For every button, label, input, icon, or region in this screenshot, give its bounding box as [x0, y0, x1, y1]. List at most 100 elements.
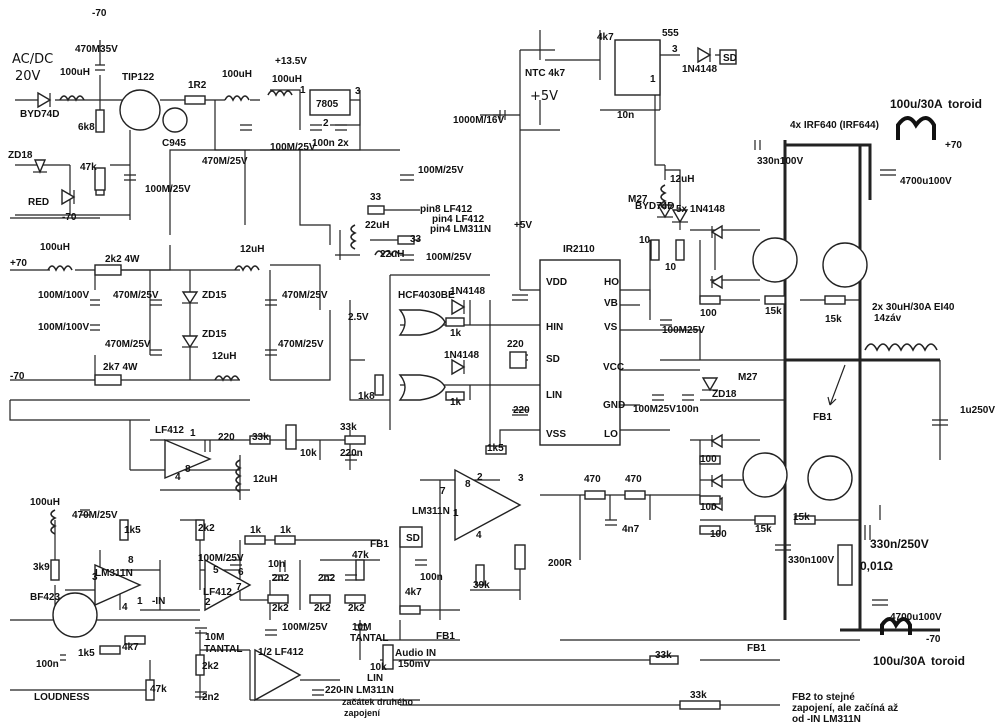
inductor-100uh-1: [59, 95, 85, 102]
label-2k7-4w: 2k7 4W: [103, 362, 138, 373]
inductor-12uh-4: [235, 459, 242, 493]
label-pin5: 5: [213, 565, 219, 576]
label-47k-3: 47k: [150, 684, 167, 695]
label-lf412-2: LF412: [203, 587, 232, 598]
label-fb1-2: FB1: [370, 539, 389, 550]
gate-diodes-top: [710, 224, 723, 290]
resistor-2k7-4w: [94, 374, 122, 386]
label-100-1: 100: [700, 308, 717, 319]
label-lin: LIN: [367, 673, 383, 684]
label-100uh-3: 100uH: [272, 74, 302, 85]
label-470-1: 470: [584, 474, 601, 485]
label-2k2-1: 2k2: [198, 523, 215, 534]
label-pin4d: 4: [175, 472, 181, 483]
label-4k7-3: 4k7: [122, 642, 139, 653]
label-220-2: 220: [513, 405, 530, 416]
label-minus-in: -IN: [152, 596, 165, 607]
resistor-2k2-2: [267, 594, 289, 604]
label-pin4c: 4: [122, 602, 128, 613]
inductor-100uh-3: [267, 90, 293, 97]
label-33-1: 33: [370, 192, 382, 203]
label-10m-2: 10M: [352, 622, 371, 633]
label-c945: C945: [162, 138, 186, 149]
label-pin1c: 1: [137, 596, 143, 607]
label-5v-ntc: +5V: [530, 89, 558, 104]
label-1000m16: 1000M/16V: [453, 115, 504, 126]
opamp-lf412-top: [164, 438, 212, 480]
resistor-2k2-4w: [94, 264, 122, 276]
label-100-3: 100: [700, 502, 717, 513]
label-hin: HIN: [546, 322, 563, 333]
resistor-6k8: [95, 109, 105, 133]
resistor-100-top: [699, 295, 721, 305]
label-100m25-1: 100M/25V: [145, 184, 191, 195]
ic-555: [614, 39, 661, 96]
label-1r2: 1R2: [188, 80, 207, 91]
label-4k7-2: 4k7: [405, 587, 422, 598]
label-1k-4: 1k: [280, 525, 292, 536]
label-47k-1: 47k: [80, 162, 97, 173]
pot-10k-lin: [382, 644, 394, 670]
label-p70: +70: [945, 140, 962, 151]
label-lm311-pin2: 2: [477, 472, 483, 483]
inductor-12uh-1: [660, 184, 667, 210]
label-555: 555: [662, 28, 679, 39]
label-20v: 20V: [15, 69, 41, 84]
label-zd18-1: ZD18: [8, 150, 33, 161]
label-100-2: 100: [700, 454, 717, 465]
label-m70-right: -70: [926, 634, 941, 645]
label-zd15-1: ZD15: [202, 290, 227, 301]
resistor-15k-b2: [794, 515, 816, 525]
label-470m25-4: 470M/25V: [105, 339, 151, 350]
capacitor-set: [60, 64, 948, 698]
inductor-22uh-2: [374, 250, 400, 257]
label-lm311-pin4: 4: [476, 530, 482, 541]
resistor-2k2-5: [195, 654, 205, 676]
resistor-4k7-3: [124, 635, 146, 645]
inductor-100uh-5: [50, 509, 57, 535]
label-470m25-6: 470M/25V: [72, 510, 118, 521]
pot-200r: [514, 544, 526, 570]
label-bf423: BF423: [30, 592, 60, 603]
label-100uh-5: 100uH: [30, 497, 60, 508]
resistor-10-1: [650, 239, 660, 261]
label-33k-4: 33k: [690, 690, 707, 701]
label-4k7-top: 4k7: [597, 32, 614, 43]
label-p70-left: +70: [10, 258, 27, 269]
inductor-output: [864, 343, 938, 352]
label-330n250v: 330n/250V: [870, 537, 929, 551]
label-pin8: pin8 LF412: [420, 204, 473, 215]
resistor-470-1: [584, 490, 606, 500]
label-lin: LIN: [546, 390, 562, 401]
zener-zd18-2: [701, 377, 719, 392]
label-15k-2: 15k: [825, 314, 842, 325]
label-1u250v: 1u250V: [960, 405, 995, 416]
transistor-bf423: [52, 592, 98, 638]
label-100n-4: 100n: [36, 659, 59, 670]
label-1k5-2: 1k5: [124, 525, 141, 536]
label-100m25-2x: 100M/25V: [270, 142, 316, 153]
label-100m25v-6: 100M25V: [633, 404, 676, 415]
label-ntc: NTC 4k7: [525, 68, 565, 79]
label-470m25-1: 470M/25V: [202, 156, 248, 167]
label-2n2-1: 2n2: [272, 573, 290, 584]
label-lm311-1: LM311N: [412, 506, 450, 517]
label-sd-1: SD: [723, 53, 737, 64]
zener-zd15-2: [181, 335, 199, 349]
label-33k-2: 33k: [340, 422, 357, 433]
label-220n: 220n: [340, 448, 363, 459]
resistor-1k5-3: [99, 645, 121, 655]
label-470m35v: 470M35V: [75, 44, 118, 55]
label-tip122: TIP122: [122, 72, 155, 83]
label-zd18-2: ZD18: [712, 389, 737, 400]
label-tantal-1: TANTAL: [204, 644, 243, 655]
label-1n4148-1: 1N4148: [682, 64, 717, 75]
resistor-1k5-2: [119, 519, 129, 541]
label-gnd: GND: [603, 400, 625, 411]
label-100m25-7: 100M/25V: [198, 553, 244, 564]
label-m70-left: -70: [10, 371, 25, 382]
label-zapojeni: zapojení: [344, 708, 381, 718]
label-pin3: 3: [355, 86, 361, 97]
resistor-1k-4: [274, 535, 296, 545]
label-12uh-2: 12uH: [240, 244, 264, 255]
